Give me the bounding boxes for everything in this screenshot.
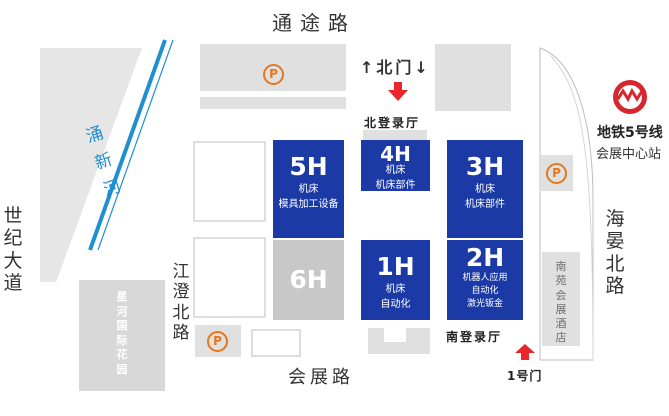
road-inner-west-label: 江澄北路 xyxy=(172,262,190,344)
river xyxy=(88,39,167,251)
hall-2h-number: 2H xyxy=(465,243,505,272)
left-building-top xyxy=(193,141,266,222)
parking-icon-north: P xyxy=(263,64,284,85)
hall-2h-line-2: 自动化 xyxy=(471,286,499,297)
hall-3h[interactable]: 3H 机床 机床部件 xyxy=(447,140,523,238)
hall-4h[interactable]: 4H 机床 机床部件 xyxy=(361,140,430,191)
hall-3h-line-2: 机床部件 xyxy=(465,198,505,210)
south-entry-right xyxy=(406,328,430,354)
hall-1h-line-2: 自动化 xyxy=(380,298,411,310)
left-building-mid xyxy=(193,237,266,318)
river-bank xyxy=(97,39,174,251)
gate1-red-arrow xyxy=(515,344,535,360)
park-label: 星河国际花园 xyxy=(116,290,128,376)
parking-icon-east: P xyxy=(546,163,567,184)
hall-2h-line-1: 机器人应用 xyxy=(462,273,508,283)
gate-1-label: 1号门 xyxy=(507,369,543,383)
parking-icon-southwest: P xyxy=(207,331,228,352)
road-north-label: 通途路 xyxy=(272,11,356,35)
east-land-inner xyxy=(549,54,594,361)
north-entry-base xyxy=(363,130,427,140)
hall-1h-line-1: 机床 xyxy=(385,284,406,295)
hall-5h-line-2: 模具加工设备 xyxy=(278,198,339,210)
metro-station-label: 会展中心站 xyxy=(596,147,662,162)
hall-2h-line-3: 激光钣金 xyxy=(466,299,503,310)
hotel-label: 南苑会展酒店 xyxy=(555,260,567,345)
metro-logo xyxy=(613,80,647,114)
hall-5h-line-1: 机床 xyxy=(298,184,319,195)
hall-4h-line-1: 机床 xyxy=(385,165,406,176)
north-gate-label: ↑北门↓ xyxy=(360,58,431,77)
hall-6h[interactable]: 6H xyxy=(273,240,344,320)
hall-3h-number: 3H xyxy=(465,152,505,181)
north-registration-hall-label: 北登录厅 xyxy=(364,116,421,130)
hall-5h[interactable]: 5H 机床 模具加工设备 xyxy=(273,140,344,238)
road-east-label: 海晏北路 xyxy=(605,208,625,298)
hall-4h-number: 4H xyxy=(380,142,411,166)
road-south-label: 会展路 xyxy=(288,367,354,388)
south-registration-hall-label: 南登录厅 xyxy=(446,330,503,344)
park-block xyxy=(79,280,165,391)
west-land-block xyxy=(40,48,142,282)
hotel-block xyxy=(542,252,580,346)
hall-2h[interactable]: 2H 机器人应用 自动化 激光钣金 xyxy=(447,240,523,320)
south-entry-left xyxy=(368,328,384,354)
road-west-label: 世纪大道 xyxy=(3,205,23,295)
hall-3h-line-1: 机床 xyxy=(475,184,495,195)
north-strip xyxy=(200,97,346,109)
hall-1h-number: 1H xyxy=(376,252,415,281)
metro-line-label: 地铁5号线 xyxy=(597,125,663,141)
north-red-arrow xyxy=(388,82,408,101)
left-building-bottom xyxy=(251,329,301,357)
hall-4h-line-2: 机床部件 xyxy=(375,179,416,191)
hall-6h-number: 6H xyxy=(289,265,328,294)
south-entry-mid xyxy=(384,342,406,354)
hall-1h[interactable]: 1H 机床 自动化 xyxy=(361,240,430,320)
hall-5h-number: 5H xyxy=(289,152,328,181)
north-strip-right xyxy=(435,44,511,111)
